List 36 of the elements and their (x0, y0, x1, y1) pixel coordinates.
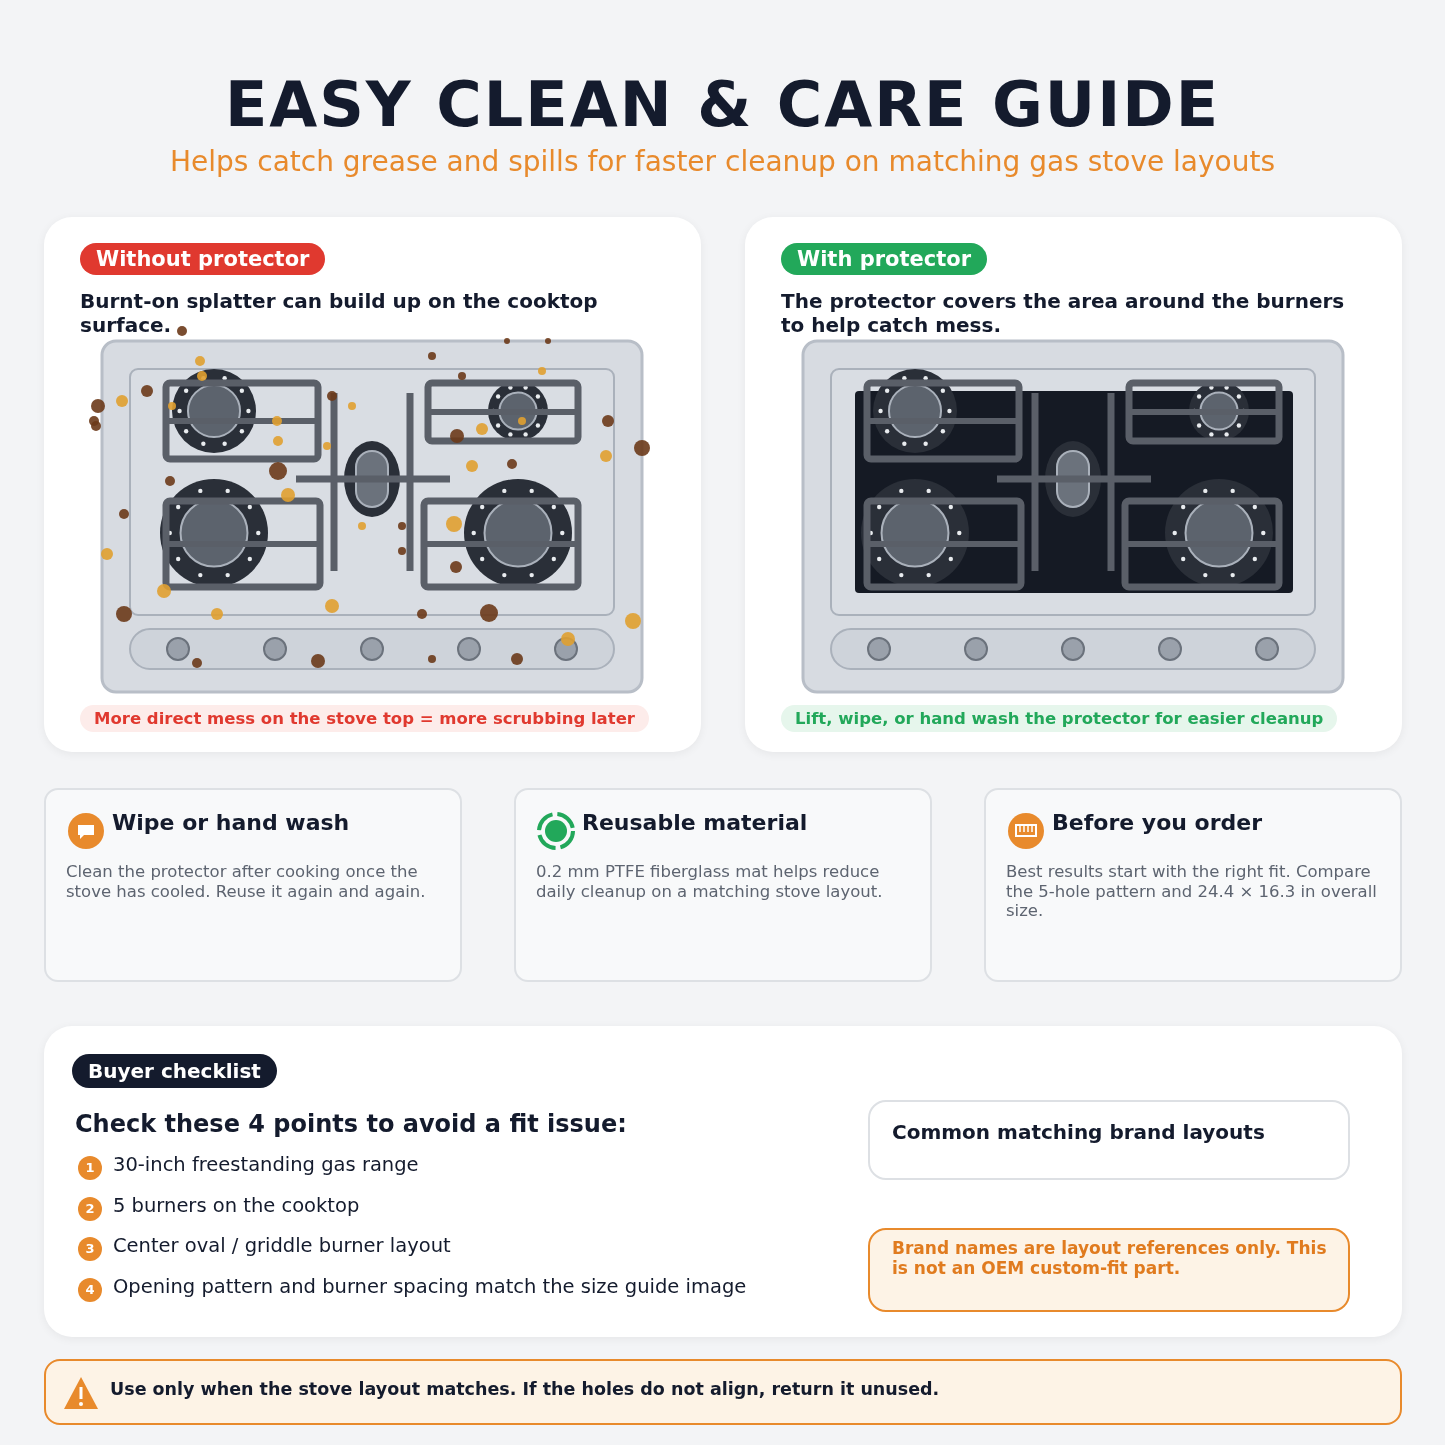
card-heading: Before you order (1052, 810, 1263, 835)
warning-banner (44, 1359, 1402, 1425)
card-description: Best results start with the right fit. Compare the 5-hole pattern and 24.4 × 16.3 in overall size. (1006, 862, 1378, 921)
step-number: 4 (78, 1277, 102, 1302)
card-heading: Reusable material (582, 810, 808, 835)
step-number: 2 (78, 1196, 102, 1221)
card-description: Clean the protector after cooking once the stove has cooled. Reuse it again and again. (66, 862, 427, 901)
status-badge: With protector (781, 243, 988, 275)
title: EASY CLEAN & CARE GUIDE (223, 68, 1222, 141)
info-card (984, 788, 1402, 982)
description: The protector covers the area around the burners to help catch mess. (781, 289, 1346, 337)
info-card (514, 788, 932, 982)
section-badge: Buyer checklist (72, 1054, 277, 1088)
warning-text: Use only when the stove layout matches. If the holes do not align, return it unused. (110, 1379, 940, 1399)
disclaimer-text: Brand names are layout references only. This is not an OEM custom-fit part. (892, 1238, 1328, 1278)
box-heading: Common matching brand layouts (892, 1120, 1265, 1144)
card-description: 0.2 mm PTFE fiberglass mat helps reduce daily cleanup on a matching stove layout. (536, 862, 884, 901)
subtitle: Helps catch grease and spills for faster cleanup on matching gas stove layouts (168, 145, 1277, 178)
status-badge: Without protector (80, 243, 326, 275)
disclaimer-box (868, 1228, 1350, 1312)
footer-note: More direct mess on the stove top = more scrubbing later (80, 705, 649, 732)
checklist-item: 5 burners on the cooktop (113, 1193, 360, 1217)
footer-note: Lift, wipe, or hand wash the protector for easier cleanup (781, 705, 1338, 732)
checklist-item: Opening pattern and burner spacing match the size guide image (113, 1274, 747, 1298)
info-card (44, 788, 462, 982)
checklist-heading: Check these 4 points to avoid a fit issue: (75, 1110, 627, 1138)
checklist-panel (44, 1026, 1402, 1337)
step-number: 1 (78, 1156, 102, 1180)
comparison-card (745, 217, 1402, 752)
checklist-item: 30-inch freestanding gas range (113, 1153, 419, 1176)
comparison-card (44, 217, 701, 752)
description: Burnt-on splatter can build up on the cooktop surface. (80, 289, 599, 337)
card-heading: Wipe or hand wash (112, 810, 350, 835)
checklist-item: Center oval / griddle burner layout (113, 1234, 451, 1257)
step-number: 3 (78, 1237, 102, 1261)
brand-layouts-box (868, 1100, 1350, 1180)
